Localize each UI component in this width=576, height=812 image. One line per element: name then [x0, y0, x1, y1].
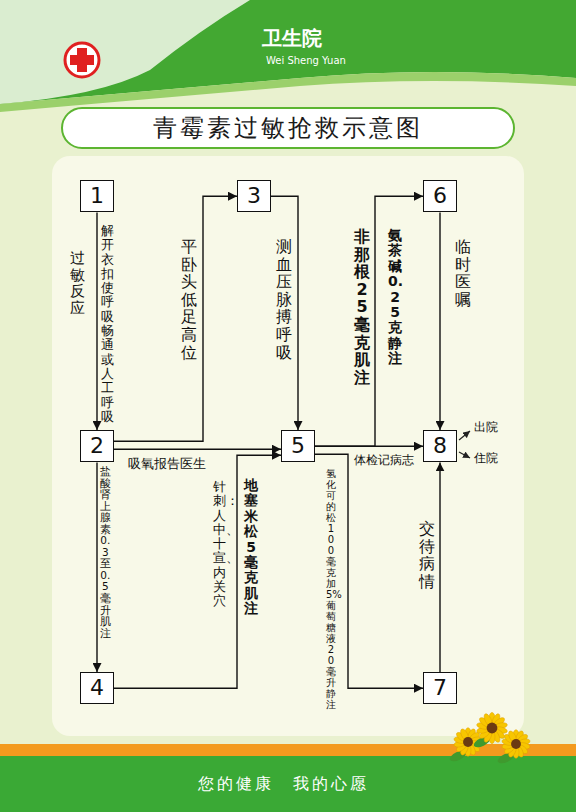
flow-arrow	[114, 448, 281, 449]
step-number: 8	[433, 433, 447, 459]
step-number: 6	[433, 183, 447, 209]
step-number: 2	[90, 433, 104, 459]
outcome-label: 住院	[474, 451, 498, 465]
hospital-name: 卫生院	[262, 26, 322, 50]
flow-arrow	[439, 462, 440, 672]
footer-band	[0, 756, 576, 812]
header-band	[0, 0, 576, 104]
flow-arrow	[315, 445, 423, 446]
diagram-title: 青霉素过敏抢救示意图	[62, 108, 514, 148]
step-instruction: 氢化可的松100毫克加5%葡萄糖液20毫升静注	[326, 468, 336, 710]
exit-arrow	[459, 431, 470, 440]
sunflower-art	[448, 712, 530, 765]
flow-arrow	[96, 212, 97, 430]
header-stripe	[0, 72, 576, 112]
step-number: 7	[433, 675, 447, 701]
logo-cross	[70, 48, 94, 72]
step-number: 5	[291, 433, 305, 459]
flow-arrow	[114, 196, 237, 441]
step-instruction: 氨茶碱0.25克静注	[388, 228, 402, 367]
step-instruction: 测血压脉搏呼吸	[276, 238, 292, 361]
step-number: 4	[90, 675, 104, 701]
step-box: 6	[423, 180, 457, 212]
step-instruction: 非那根25毫克肌注	[354, 228, 370, 386]
step-number: 1	[90, 183, 104, 209]
chart-panel	[52, 156, 524, 736]
flow-arrow	[439, 212, 440, 430]
step-instruction: 平卧头低足高位	[181, 238, 197, 361]
step-box: 3	[237, 180, 271, 212]
step-instruction: 临时医嘱	[455, 238, 471, 308]
step-instruction: 地塞米松5毫克肌注	[244, 478, 258, 617]
step-box: 5	[281, 430, 315, 462]
hospital-pinyin: Wei Sheng Yuan	[266, 55, 346, 67]
outcome-label: 出院	[474, 420, 498, 434]
step-box: 1	[80, 180, 114, 212]
step-instruction: 体检记病志	[354, 453, 414, 467]
step-instruction: 交待病情	[419, 520, 435, 590]
title-frame	[62, 108, 514, 148]
step-box: 7	[423, 672, 457, 704]
step-box: 2	[80, 430, 114, 462]
step-instruction: 针刺：人中、十宣、内关穴	[213, 480, 226, 609]
step-instruction: 解开衣扣使呼吸畅通或人工呼吸	[101, 224, 114, 424]
step-instruction: 盐酸肾上腺素0.3至0.5毫升肌注	[100, 466, 111, 639]
flow-arrow	[315, 196, 423, 446]
step-box: 4	[80, 672, 114, 704]
flow-arrow	[114, 455, 281, 688]
exit-arrow	[459, 452, 470, 458]
flow-arrow	[271, 196, 298, 430]
footer-slogan: 您的健康 我的心愿	[198, 774, 369, 793]
step-box: 8	[423, 430, 457, 462]
step-number: 3	[247, 183, 261, 209]
flow-arrow	[96, 462, 97, 672]
start-note: 过敏反应	[70, 250, 85, 316]
logo-ring	[65, 43, 99, 77]
step-instruction: 吸氧报告医生	[128, 456, 206, 472]
